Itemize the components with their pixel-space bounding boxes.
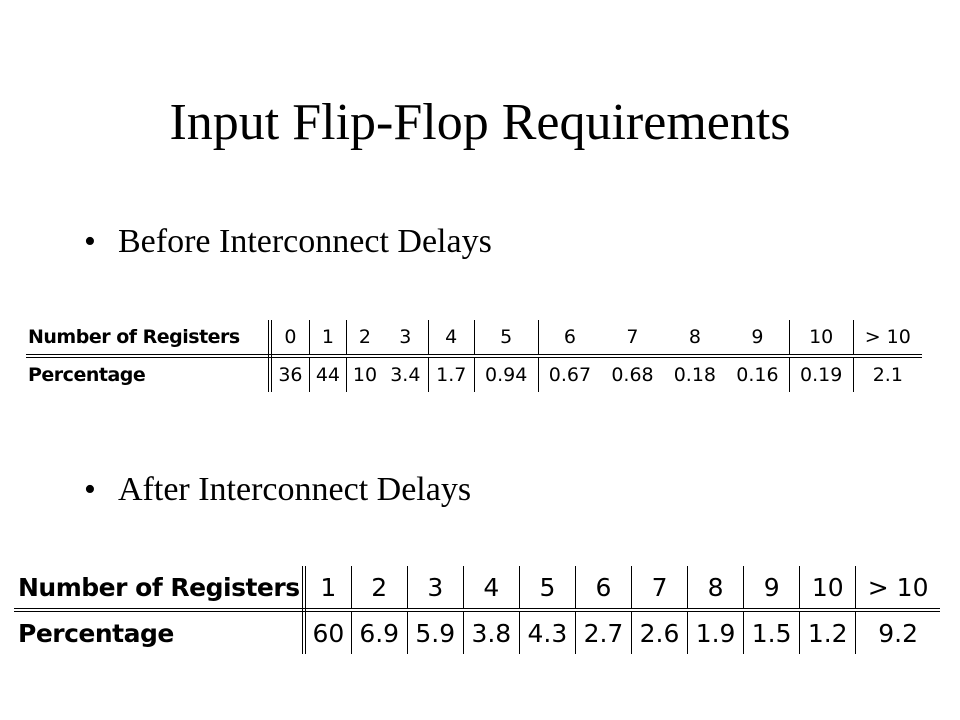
bullet-before: • Before Interconnect Delays (84, 222, 492, 263)
after-register-cell: 1 (304, 566, 352, 612)
before-register-cell: 3 (382, 320, 429, 358)
after-percentage-cell: 9.2 (878, 618, 918, 648)
after-register-cell: > 10 (855, 566, 940, 612)
bullet-before-text: Before Interconnect Delays (118, 223, 492, 260)
before-register-cell: 5 (474, 320, 539, 358)
after-percentage-label: Percentage (14, 610, 306, 654)
slide-title: Input Flip-Flop Requirements (169, 94, 791, 151)
before-register-cell: 0 (270, 320, 310, 358)
before-percentage-cell: 0.16 (726, 356, 790, 392)
after-percentage-cell: 2.7 (575, 610, 633, 654)
before-register-cell: 1 (309, 320, 348, 358)
before-table: Number of Registers 0 1 2 3 4 5 6 7 8 9 … (26, 320, 922, 392)
before-percentage-cell: 44 (309, 356, 348, 392)
bullet-glyph: • (84, 471, 96, 508)
before-register-cell: 9 (726, 320, 790, 358)
bullet-after: • After Interconnect Delays (84, 470, 471, 511)
before-registers-label: Number of Registers (26, 320, 272, 358)
after-percentage-cell: 1.2 (799, 610, 857, 654)
before-register-cell: > 10 (853, 320, 922, 358)
after-register-cell: 7 (631, 566, 689, 612)
after-register-cell: 10 (799, 566, 857, 612)
after-percentage-cell: 1.5 (743, 610, 801, 654)
after-percentage-cell: 6.9 (351, 610, 408, 654)
bullet-after-text: After Interconnect Delays (118, 471, 472, 508)
before-percentage-cell: 3.4 (382, 356, 429, 392)
before-percentage-cell: 0.94 (474, 356, 539, 392)
after-percentage-cell: 60 (304, 610, 352, 654)
after-registers-label: Number of Registers (14, 566, 306, 612)
before-percentage-cell: 2.1 (872, 364, 903, 386)
after-register-cell: 3 (407, 566, 464, 612)
before-registers-row: Number of Registers 0 1 2 3 4 5 6 7 8 9 … (26, 320, 922, 358)
before-register-cell: 4 (428, 320, 475, 358)
after-percentage-cell: 2.6 (631, 610, 689, 654)
before-register-cell: 6 (538, 320, 602, 358)
before-percentage-cell: 36 (270, 356, 310, 392)
after-register-cell: 5 (519, 566, 576, 612)
before-register-cell: 7 (601, 320, 664, 358)
before-register-cell: 8 (663, 320, 727, 358)
after-register-cell: 2 (351, 566, 408, 612)
before-percentage-cell: 0.67 (548, 364, 592, 386)
after-percentage-row: Percentage 60 6.9 5.9 3.8 4.3 2.7 2.6 1.… (14, 610, 940, 654)
before-percentage-cell: 1.7 (428, 356, 475, 392)
before-percentage-cell: 0.68 (611, 364, 654, 386)
before-percentage-cell: 0.19 (789, 356, 854, 392)
bullet-glyph: • (84, 223, 96, 260)
after-registers-row: Number of Registers 1 2 3 4 5 6 7 8 9 10… (14, 566, 940, 612)
after-register-cell: 8 (687, 566, 745, 612)
after-percentage-cell: 1.9 (687, 610, 745, 654)
after-percentage-cell: 5.9 (407, 610, 464, 654)
before-percentage-label: Percentage (26, 356, 272, 392)
after-register-cell: 9 (743, 566, 801, 612)
after-register-cell: 6 (575, 566, 633, 612)
after-register-cell: 4 (463, 566, 520, 612)
before-percentage-row: Percentage 36 44 10 3.4 1.7 0.94 0.67 0.… (26, 356, 922, 392)
after-percentage-cell: 3.8 (463, 610, 520, 654)
before-register-cell: 10 (789, 320, 854, 358)
before-register-cell: 2 (346, 320, 383, 358)
before-percentage-cell: 10 (352, 364, 378, 386)
after-table: Number of Registers 1 2 3 4 5 6 7 8 9 10… (14, 566, 940, 654)
after-percentage-cell: 4.3 (519, 610, 576, 654)
before-percentage-cell: 0.18 (673, 364, 717, 386)
